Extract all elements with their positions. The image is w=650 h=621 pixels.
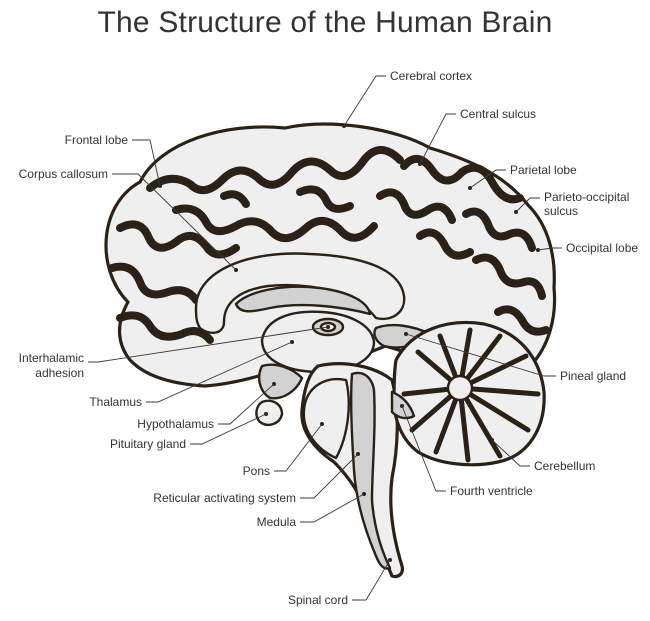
label-spinal-cord: Spinal cord — [288, 593, 348, 607]
label-corpus-callosum: Corpus callosum — [19, 167, 108, 181]
label-fourth-ventricle: Fourth ventricle — [450, 484, 533, 498]
lateral-ventricle — [234, 285, 372, 316]
brain-illustration — [104, 122, 557, 579]
reticular-system-shape — [349, 371, 392, 570]
label-thalamus: Thalamus — [89, 395, 142, 409]
label-pituitary-gland: Pituitary gland — [110, 437, 186, 451]
cerebellum-shape — [392, 320, 546, 467]
leader-lines — [88, 75, 562, 601]
label-interhalamic-line2: adhesion — [35, 366, 84, 380]
label-frontal-lobe: Frontal lobe — [65, 133, 129, 147]
label-parieto-occipital-line2: sulcus — [544, 204, 578, 218]
label-central-sulcus: Central sulcus — [460, 107, 536, 121]
label-parietal-lobe: Parietal lobe — [510, 163, 577, 177]
thalamus-shape — [260, 310, 376, 374]
pituitary-gland-shape — [255, 399, 284, 426]
pons-shape — [302, 377, 350, 460]
label-hypothalamus: Hypothalamus — [137, 417, 214, 431]
label-occipital-lobe: Occipital lobe — [566, 241, 638, 255]
labels: Cerebral cortex Central sulcus Frontal l… — [19, 69, 639, 607]
label-medula: Medula — [257, 515, 297, 529]
label-cerebellum: Cerebellum — [534, 459, 595, 473]
label-parieto-occipital-line1: Parieto-occipital — [544, 190, 629, 204]
label-reticular-activating-system: Reticular activating system — [153, 491, 296, 505]
label-interhalamic-line1: Interhalamic — [19, 351, 84, 365]
label-cerebral-cortex: Cerebral cortex — [390, 69, 472, 83]
label-pons: Pons — [243, 464, 270, 478]
hypothalamus-shape — [258, 363, 304, 400]
cortex-gyri — [108, 146, 550, 344]
diagram-title: The Structure of the Human Brain — [97, 6, 553, 39]
label-pineal-gland: Pineal gland — [560, 369, 626, 383]
